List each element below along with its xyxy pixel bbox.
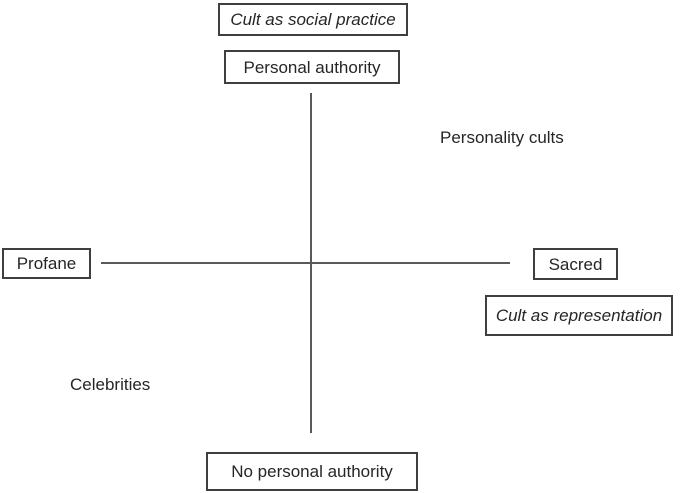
quadrant-label-celebrities: Celebrities [70,375,151,394]
box-cult-as-representation-label: Cult as representation [495,306,663,325]
box-sacred: Sacred [533,248,618,280]
box-sacred-label: Sacred [548,254,603,274]
box-personal-authority-label: Personal authority [243,57,381,77]
box-no-personal-authority-label: No personal authority [231,462,393,481]
box-cult-as-representation: Cult as representation [485,295,673,336]
box-no-personal-authority: No personal authority [206,452,418,491]
box-cult-as-social-practice-label: Cult as social practice [230,10,396,29]
horizontal-axis-line [101,262,510,264]
box-profane-label: Profane [16,254,77,273]
box-personal-authority: Personal authority [224,50,400,84]
box-profane: Profane [2,248,91,279]
box-cult-as-social-practice: Cult as social practice [218,3,408,36]
quadrant-label-personality-cults: Personality cults [440,128,564,147]
